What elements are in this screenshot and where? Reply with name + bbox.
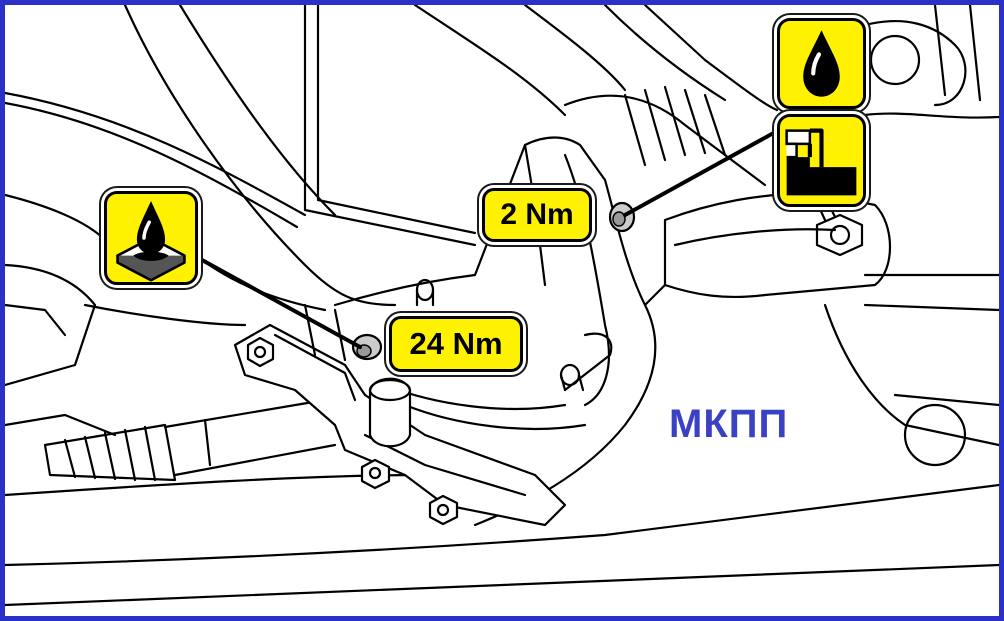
- sealant-icon: [104, 191, 198, 285]
- gearbox-label: МКПП: [669, 402, 789, 446]
- oil-drop-icon: [777, 18, 866, 109]
- oil-level-icon: [777, 114, 866, 207]
- left-casing-panel: [5, 193, 327, 437]
- background-casing-lines: [5, 5, 779, 307]
- torque-label-2nm: 2 Nm: [482, 188, 592, 242]
- shift-linkage-bracket: [233, 303, 567, 527]
- torque-label-24nm: 24 Nm: [389, 316, 523, 372]
- axle-and-boot: [563, 5, 999, 187]
- transmission-line-art: [5, 5, 999, 607]
- bolt-24nm: [351, 333, 383, 361]
- bolt-2nm: [608, 201, 636, 233]
